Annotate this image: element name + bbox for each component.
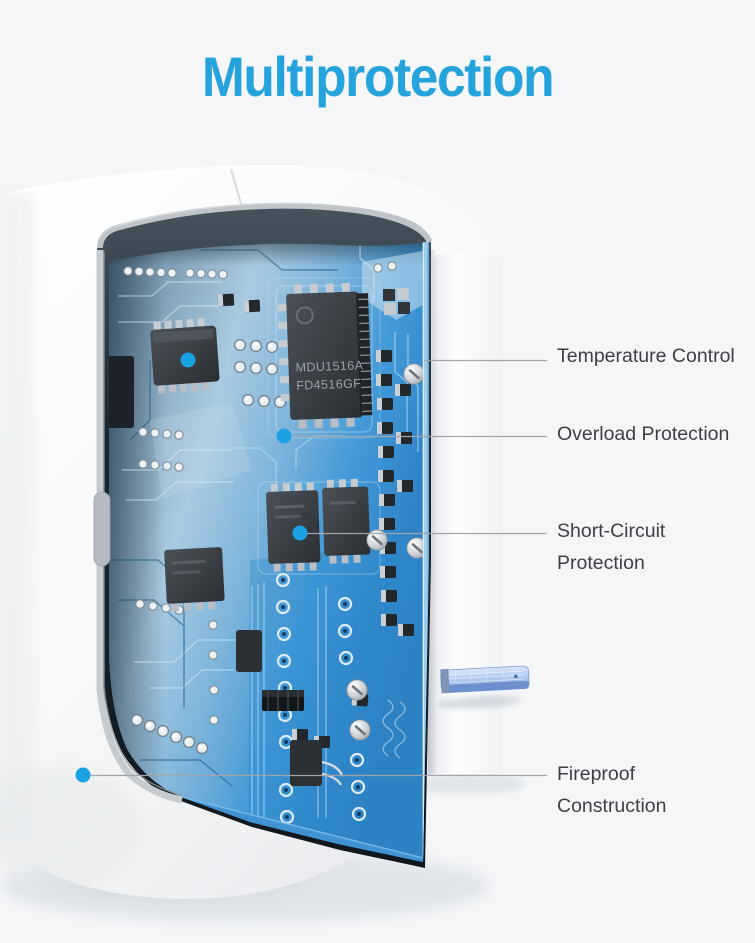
callout-label-overload: Overload Protection <box>557 423 730 445</box>
chip-main-ic: MDU1516A FD4516GF <box>277 282 373 429</box>
shell-rim <box>93 202 433 804</box>
chip-marking-line2: FD4516GF <box>296 376 361 392</box>
chip-shortcircuit <box>266 482 321 572</box>
connector-block <box>262 690 304 711</box>
callout-label-fireproof: Fireproof Construction <box>557 763 667 817</box>
transistor <box>290 740 344 786</box>
callout-dot-overload <box>276 428 292 444</box>
callout-lines <box>83 359 547 777</box>
chip-secondary <box>322 478 371 564</box>
screw <box>345 678 369 702</box>
usb-tongue <box>437 665 530 709</box>
circuit-board: MDU1516A FD4516GF <box>109 241 429 862</box>
page-title: Multiprotection <box>201 45 555 108</box>
callout-label-temperature: Temperature Control <box>557 345 735 367</box>
callout-dot-short-circuit <box>292 525 308 541</box>
screw <box>348 718 372 742</box>
chip-marking-line1: MDU1516A <box>295 358 364 374</box>
screw <box>402 362 426 386</box>
callout-label-short-circuit: Short-Circuit Protection <box>557 520 666 574</box>
chip-left-lower <box>164 547 225 612</box>
callout-dot-fireproof <box>75 767 91 783</box>
callout-dot-temperature <box>180 352 196 368</box>
callout-dots <box>75 352 308 783</box>
